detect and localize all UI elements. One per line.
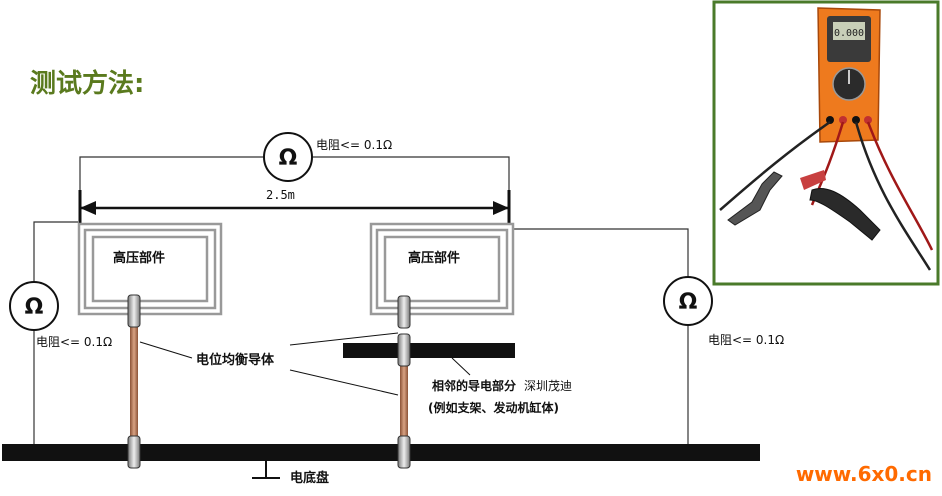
meter-display: 0.000: [834, 28, 864, 39]
site-watermark: www.6x0.cn: [796, 462, 932, 486]
hv-component-right: 高压部件: [369, 222, 515, 316]
resistance-label-top: 电阻<= 0.1Ω: [316, 138, 392, 152]
resistance-label-right: 电阻<= 0.1Ω: [708, 333, 784, 347]
component-label: 高压部件: [113, 250, 165, 266]
page-title: 测试方法:: [30, 68, 144, 99]
bonding-conductor-left: [127, 294, 141, 469]
multimeter-icon: 0.000: [817, 7, 881, 143]
ohm-symbol: Ω: [279, 146, 298, 171]
ohmmeter-icon: Ω: [263, 132, 313, 182]
leader-lines: [139, 332, 471, 396]
ohmmeter-icon: Ω: [663, 276, 713, 326]
current-clamp-probe: [727, 170, 881, 241]
bonding-conductor-label: 电位均衡导体: [196, 352, 275, 368]
watermark-small: 深圳茂迪: [524, 379, 572, 393]
ohmmeter-icon: Ω: [9, 281, 59, 331]
bonding-conductor-right: [397, 295, 411, 469]
component-label: 高压部件: [408, 250, 460, 266]
chassis-bar: [2, 444, 760, 461]
ohm-symbol: Ω: [25, 295, 44, 320]
adjacent-conductive-part: [343, 343, 515, 358]
ground-icon: [252, 461, 280, 479]
multimeter-photo: 0.000: [712, 0, 940, 286]
distance-label: 2.5m: [266, 188, 295, 202]
adjacent-part-label: 相邻的导电部分: [432, 378, 516, 393]
hv-component-left: 高压部件: [77, 222, 223, 316]
chassis-label: 电底盘: [290, 470, 329, 486]
ohm-symbol: Ω: [679, 290, 698, 315]
adjacent-part-example: (例如支架、发动机缸体): [428, 400, 559, 415]
distance-dimension: 2.5m: [78, 188, 511, 226]
resistance-label-left: 电阻<= 0.1Ω: [36, 335, 112, 349]
